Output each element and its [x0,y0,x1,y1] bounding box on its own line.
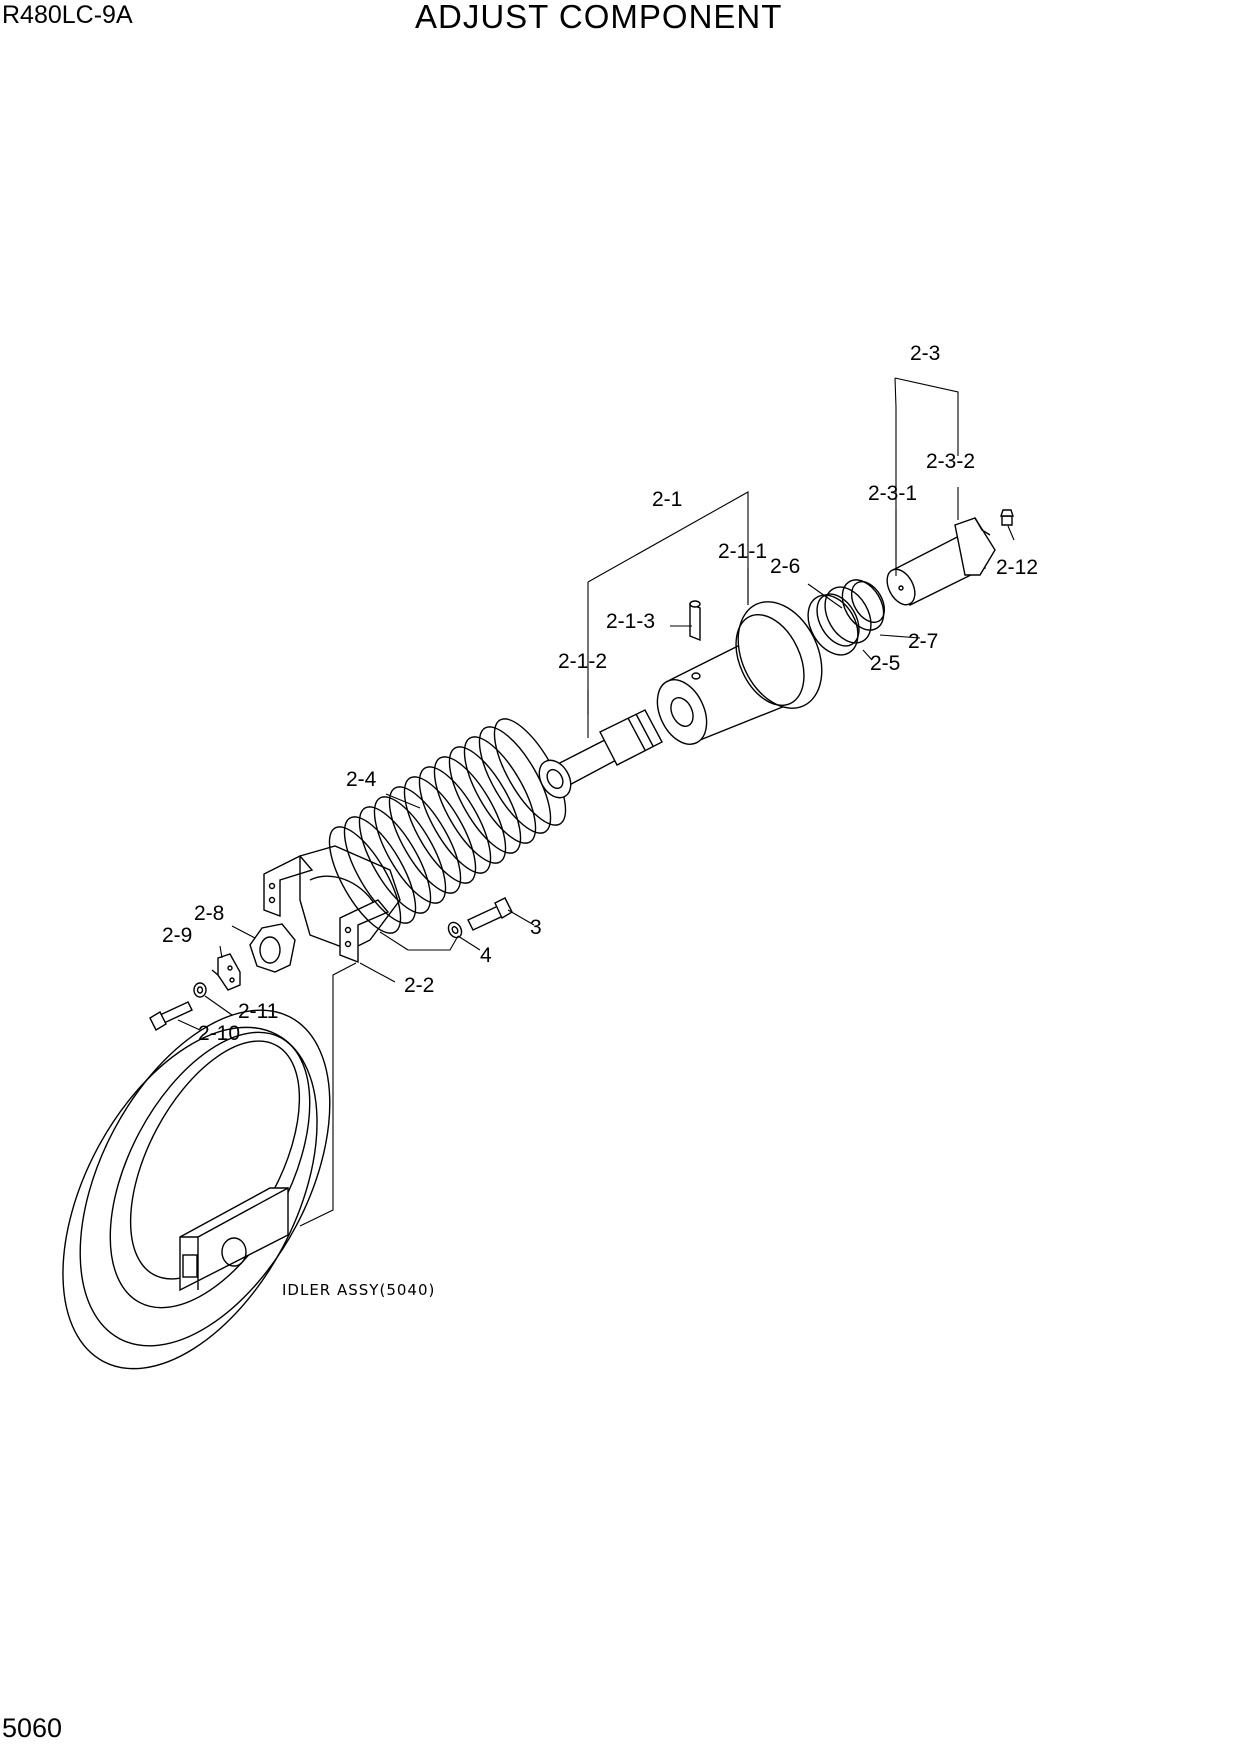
callout-2-3-1: 2-3-1 [868,482,917,505]
callout-2-5: 2-5 [870,652,900,675]
bolt-washer-drawing [447,897,513,939]
callout-2-6: 2-6 [770,555,800,578]
rod-drawing [538,709,663,799]
leader-lines [177,377,1015,1227]
pin-drawing [689,600,701,642]
grease-fitting-drawing [1000,509,1014,526]
callout-labels: 2-3 2-3-2 2-3-1 2-1 2-1-1 2-6 2-12 2-1-3… [162,342,1038,1299]
callout-2-3-2: 2-3-2 [926,450,975,473]
callout-2-1-1: 2-1-1 [718,540,767,563]
plunger-drawing [886,517,996,606]
callout-2-2: 2-2 [404,974,434,997]
page-number: 5060 [2,1713,63,1743]
callout-2-10: 2-10 [198,1022,240,1045]
callout-2-1: 2-1 [652,488,682,511]
callout-2-4: 2-4 [346,768,377,791]
callout-2-1-2: 2-1-2 [558,650,607,673]
callout-2-11: 2-11 [238,1000,278,1023]
callout-2-9: 2-9 [162,924,192,947]
callout-3: 3 [530,916,542,939]
idler-wheel-drawing [62,1009,331,1370]
spring-drawing [328,718,567,934]
model-number: R480LC-9A [2,1,133,29]
callout-2-7: 2-7 [908,630,938,653]
page-title: ADJUST COMPONENT [415,0,783,35]
yoke-bracket-drawing [263,845,401,964]
nut-plate-bolt-drawing [149,923,296,1031]
idler-assy-reference: IDLER ASSY(5040) [282,1281,435,1299]
callout-4: 4 [480,944,492,967]
cylinder-drawing [656,601,823,745]
callout-2-3: 2-3 [910,342,940,365]
callout-2-12: 2-12 [996,556,1038,579]
callout-2-8: 2-8 [194,902,224,925]
callout-2-1-3: 2-1-3 [606,610,655,633]
